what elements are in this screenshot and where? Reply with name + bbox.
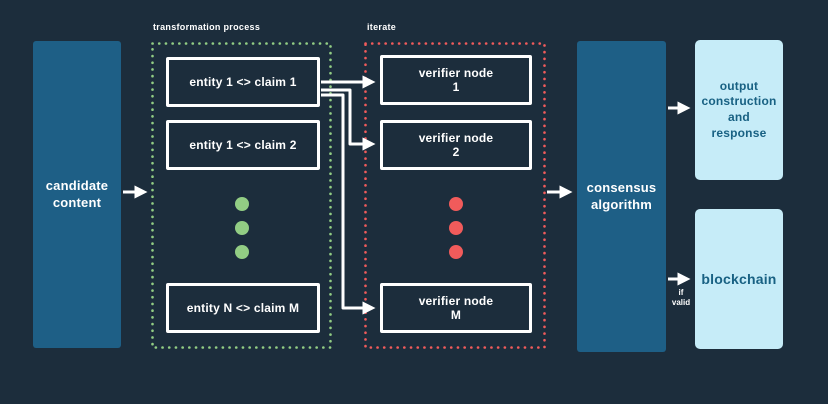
output-construction-node: output construction and response	[695, 40, 783, 180]
iterate-zone-title: iterate	[367, 22, 397, 32]
blockchain-node: blockchain	[695, 209, 783, 349]
transformation-zone-title: transformation process	[153, 22, 261, 32]
verifier-node-box-1: verifier node 1	[380, 55, 532, 105]
entity-claim-box-M: entity N <> claim M	[166, 283, 320, 333]
entity-claim-box-1: entity 1 <> claim 1	[166, 57, 320, 107]
if-valid-condition-label: if valid	[671, 288, 691, 308]
consensus-algorithm-node: consensus algorithm	[577, 41, 666, 352]
arrow-claim1-to-node2	[321, 88, 376, 151]
verifier-node-box-M: verifier node M	[380, 283, 532, 333]
verifier-node-box-2: verifier node 2	[380, 120, 532, 170]
entity-claim-box-2: entity 1 <> claim 2	[166, 120, 320, 170]
arrow-claim1-to-nodeM	[321, 93, 376, 315]
candidate-content-node: candidate content	[33, 41, 121, 348]
iterate-ellipsis-dots	[449, 197, 463, 259]
transformation-ellipsis-dots	[235, 197, 249, 259]
transformation-zone-border	[151, 42, 332, 349]
